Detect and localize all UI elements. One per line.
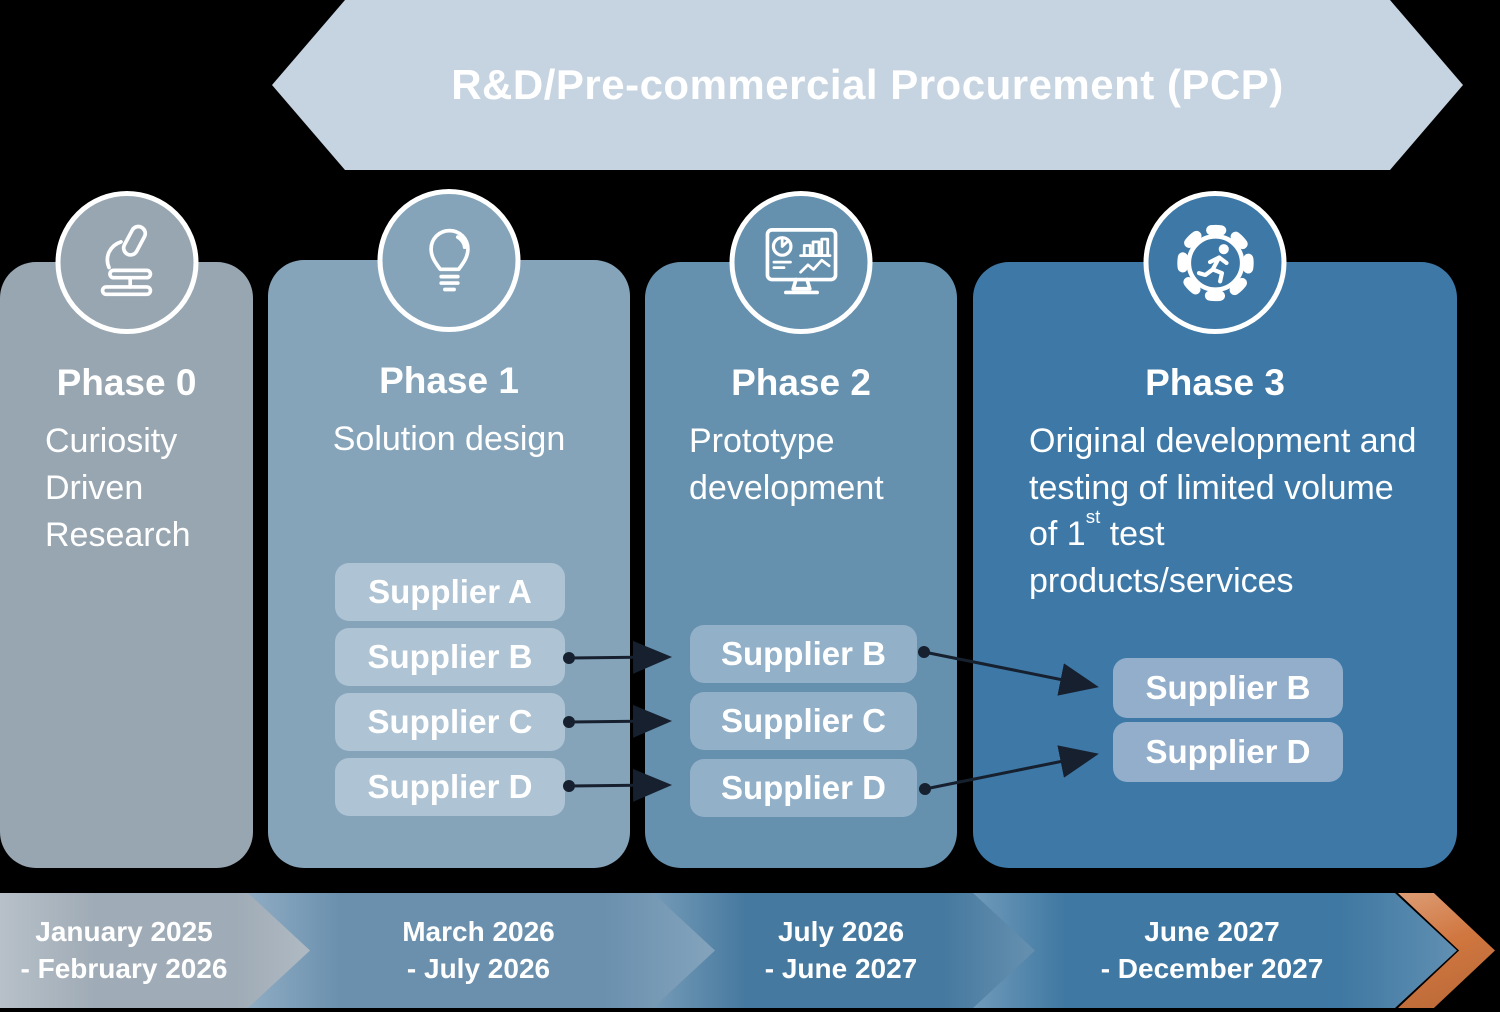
pcp-banner: R&D/Pre-commercial Procurement (PCP) <box>272 0 1463 170</box>
phase-2-card: Phase 2 Prototype development Supplier B… <box>645 191 957 868</box>
supplier-pill: Supplier C <box>335 693 565 751</box>
supplier-pill: Supplier C <box>690 692 917 750</box>
timeline-segment-phase-3: June 2027 - December 2027 <box>971 893 1457 1008</box>
timeline-segment-phase-2: July 2026 - June 2027 <box>651 893 1035 1008</box>
phase-1-card: Phase 1 Solution design Supplier A Suppl… <box>268 189 630 868</box>
timeline: January 2025 - February 2026 March 2026 … <box>0 893 1500 1008</box>
supplier-pill: Supplier B <box>690 625 917 683</box>
timeline-label: January 2025 - February 2026 <box>20 916 228 984</box>
microscope-icon <box>100 224 153 296</box>
suppliers-list: Supplier B Supplier D <box>1113 658 1343 782</box>
lightbulb-icon <box>428 228 470 291</box>
gear-runner-icon <box>1176 224 1254 301</box>
phase-title: Phase 1 <box>379 360 519 401</box>
phase-3-card: Phase 3 Original development and testing… <box>973 191 1457 868</box>
timeline-segment-phase-1: March 2026 - July 2026 <box>246 893 715 1008</box>
supplier-pill: Supplier A <box>335 563 565 621</box>
phase-0-card: Phase 0 Curiosity Driven Research <box>0 191 253 868</box>
timeline-label: March 2026 - July 2026 <box>402 916 555 984</box>
banner-title: R&D/Pre-commercial Procurement (PCP) <box>451 61 1284 108</box>
suppliers-list: Supplier A Supplier B Supplier C Supplie… <box>335 563 565 816</box>
phase-3-icon-circle <box>1143 191 1287 334</box>
timeline-label: July 2026 - June 2027 <box>764 916 918 984</box>
phase-description: Prototype development <box>689 422 884 507</box>
phase-title: Phase 0 <box>56 362 197 403</box>
timeline-segment-phase-0: January 2025 - February 2026 <box>0 893 310 1008</box>
phase-2-icon-circle <box>729 191 873 334</box>
phase-title: Phase 3 <box>1145 362 1285 403</box>
supplier-pill: Supplier B <box>335 628 565 686</box>
supplier-pill: Supplier B <box>1113 658 1343 718</box>
supplier-pill: Supplier D <box>335 758 565 816</box>
phase-title: Phase 2 <box>731 362 871 403</box>
supplier-pill: Supplier D <box>690 759 917 817</box>
phase-description: Curiosity Driven Research <box>45 422 191 554</box>
supplier-pill: Supplier D <box>1113 722 1343 782</box>
monitor-analytics-icon <box>765 227 837 294</box>
phase-0-icon-circle <box>55 191 198 334</box>
phase-1-icon-circle <box>377 189 521 332</box>
timeline-label: June 2027 - December 2027 <box>1100 916 1324 984</box>
suppliers-list: Supplier B Supplier C Supplier D <box>690 625 917 817</box>
phase-description: Solution design <box>332 420 566 458</box>
phase-description: Original development and testing of limi… <box>1029 422 1417 600</box>
